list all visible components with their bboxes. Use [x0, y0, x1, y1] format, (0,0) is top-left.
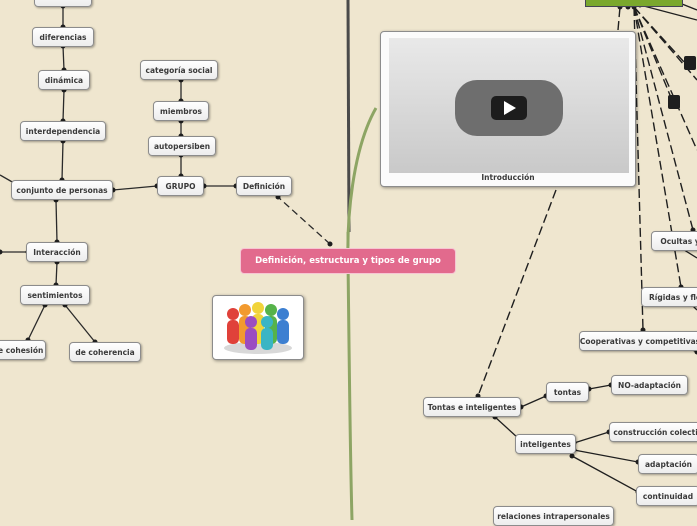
node-label: de cohesión [0, 346, 43, 355]
node-interdependencia[interactable]: interdependencia [20, 121, 106, 141]
node-label: inteligentes [520, 440, 571, 449]
node-continuidad[interactable]: continuidad [636, 486, 697, 506]
node-sentimientos[interactable]: sentimientos [20, 285, 90, 305]
node-label: Rígidas y fle [649, 293, 697, 302]
central-topic[interactable]: Definición, estructura y tipos de grupo [240, 248, 456, 274]
node-ocultas[interactable]: Ocultas y [651, 231, 697, 251]
node-label: de coherencia [75, 348, 134, 357]
node-label: miembros [160, 107, 202, 116]
vertical-trunk [348, 0, 349, 232]
node-diferencias[interactable]: diferencias [32, 27, 94, 47]
collapsed-node-2[interactable] [668, 95, 680, 109]
node-tontas-inteligentes[interactable]: Tontas e inteligentes [423, 397, 521, 417]
node-interaccion[interactable]: Interacción [26, 242, 88, 262]
node-label: diferencias [40, 33, 87, 42]
node-label: Cooperativas y competitivas [580, 337, 697, 346]
people-circle-icon [213, 296, 303, 359]
node-label: NO-adaptación [618, 381, 681, 390]
node-label: relaciones intrapersonales [497, 512, 610, 521]
node-label: continuidad [643, 492, 693, 501]
node-rigidas[interactable]: Rígidas y fle [641, 287, 697, 307]
node-autopersiben[interactable]: autopersiben [148, 136, 216, 156]
collapsed-node-1[interactable] [684, 56, 696, 70]
video-caption: Introducción [381, 173, 635, 182]
node-label: categoría social [146, 66, 213, 75]
green-branch [348, 108, 376, 520]
node-adaptacion[interactable]: adaptación [638, 454, 697, 474]
node-label: sentimientos [27, 291, 82, 300]
node-construccion[interactable]: construcción colectiv [609, 422, 697, 442]
node-label: dinámica [45, 76, 83, 85]
node-label: Definición [243, 182, 285, 191]
image-node[interactable] [212, 295, 304, 360]
node-inteligentes[interactable]: inteligentes [515, 434, 576, 454]
node-label: Ocultas y [660, 237, 697, 246]
play-icon [491, 96, 527, 120]
node-cooperativas[interactable]: Cooperativas y competitivas [579, 331, 697, 351]
video-thumbnail [389, 38, 629, 173]
node-categoria-social[interactable]: categoría social [140, 60, 218, 80]
top-topic-node[interactable] [585, 0, 683, 7]
central-topic-label: Definición, estructura y tipos de grupo [255, 256, 441, 266]
node-coherencia[interactable]: de coherencia [69, 342, 141, 362]
node-label: Interacción [33, 248, 81, 257]
node-dinamica[interactable]: dinámica [38, 70, 90, 90]
node-label: autopersiben [154, 142, 210, 151]
node-conjunto-de-personas[interactable]: conjunto de personas [11, 180, 113, 200]
node-miembros[interactable]: miembros [153, 101, 209, 121]
node-tontas[interactable]: tontas [546, 382, 589, 402]
node-grupo[interactable]: GRUPO [157, 176, 204, 196]
node-no-adaptacion[interactable]: NO-adaptación [611, 375, 688, 395]
node-label: construcción colectiv [613, 428, 697, 437]
node-label: adaptación [645, 460, 692, 469]
node-label: Tontas e inteligentes [428, 403, 517, 412]
node-label: conjunto de personas [16, 186, 107, 195]
video-node[interactable]: Introducción [380, 31, 636, 187]
node-cohesion[interactable]: de cohesión [0, 340, 46, 360]
node-relaciones[interactable]: relaciones intrapersonales [493, 506, 614, 526]
node-top-cutoff[interactable] [34, 0, 92, 7]
video-screen[interactable] [389, 38, 629, 173]
node-label: interdependencia [26, 127, 100, 136]
node-definicion[interactable]: Definición [236, 176, 292, 196]
node-label: GRUPO [166, 182, 196, 191]
node-label: tontas [554, 388, 581, 397]
